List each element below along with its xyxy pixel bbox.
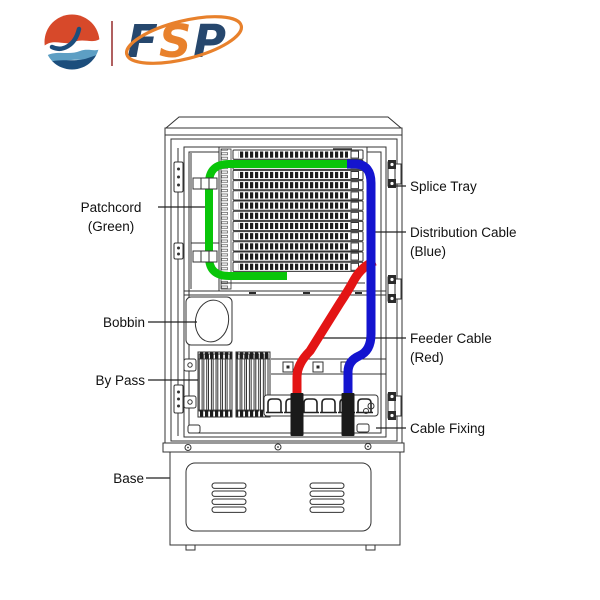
- cable-jackets: [290, 393, 355, 436]
- patchcord-cable-green: [205, 160, 347, 280]
- cabinet-flange: [162, 442, 405, 453]
- base-part: [169, 451, 401, 551]
- label-distribution-cable: Distribution Cable (Blue): [410, 225, 517, 259]
- logo-wordmark: F S P: [124, 15, 244, 68]
- label-bobbin: Bobbin: [102, 315, 145, 330]
- company-logo: F S P: [44, 14, 244, 70]
- label-patchcord: Patchcord (Green): [80, 200, 142, 234]
- distribution-cable-blue: [343, 159, 376, 396]
- label-cable-fixing: Cable Fixing: [410, 421, 486, 436]
- splice-tray-rows: [232, 149, 364, 272]
- logo-globe-icon: [44, 14, 100, 70]
- feeder-cable-red: [292, 256, 377, 396]
- cabinet-roof: [164, 116, 403, 129]
- splice-tray-rack: [218, 146, 368, 292]
- bypass-part: [197, 351, 271, 418]
- label-bypass: By Pass: [95, 373, 145, 388]
- svg-text:P: P: [193, 15, 226, 68]
- label-splice-tray: Splice Tray: [410, 179, 477, 194]
- door-hinges: [387, 160, 402, 420]
- left-wall-brackets: [173, 161, 184, 414]
- label-feeder-cable: Feeder Cable (Red): [410, 331, 492, 365]
- cable-fixing-part: [263, 394, 379, 417]
- side-clip-brackets: [183, 358, 197, 409]
- bobbin-part: [185, 296, 233, 346]
- leader-lines: [146, 185, 406, 479]
- logo-orbit-swoosh: [124, 15, 244, 65]
- label-base: Base: [113, 471, 144, 486]
- vent-louvers: [211, 482, 345, 513]
- patchcord-clamps: [192, 177, 218, 263]
- bottom-brackets: [187, 408, 370, 434]
